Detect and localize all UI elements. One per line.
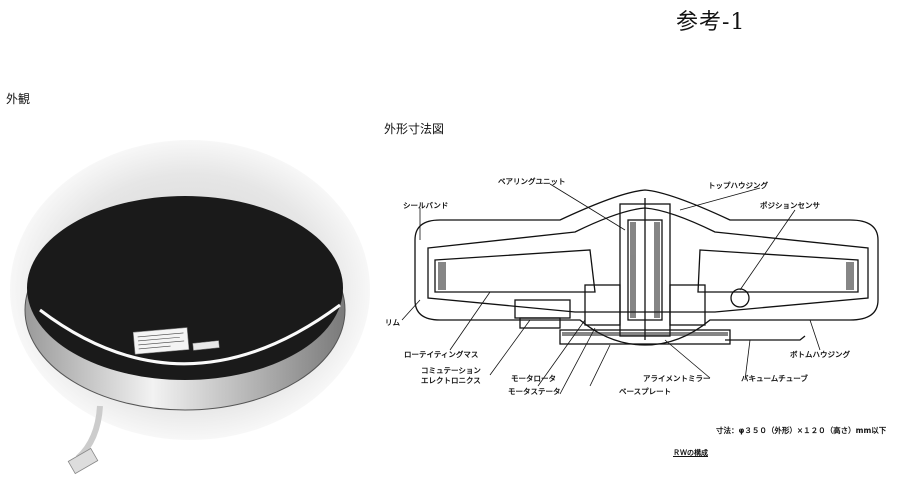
- label-electronics: エレクトロニクス: [421, 376, 481, 385]
- rotating-mass-right: [697, 249, 859, 293]
- label-bearing-unit: ベアリングユニット: [498, 177, 566, 186]
- leader-lines: [401, 183, 821, 395]
- label-rotating-mass: ローテイティングマス: [404, 350, 479, 359]
- label-bottom-housing: ボトムハウジング: [790, 350, 850, 359]
- hatching: [438, 222, 854, 336]
- rotating-mass-left: [434, 249, 596, 293]
- label-position-sensor: ポジションセンサ: [760, 201, 820, 210]
- nameplate-text-lines: [137, 332, 185, 350]
- label-motor-stator: モータステータ: [508, 387, 561, 396]
- rim-highlight: [39, 303, 341, 366]
- photo-section-title: 外観: [6, 92, 31, 106]
- wheel-top-face: [27, 196, 343, 380]
- outer-housing: [414, 189, 879, 346]
- label-commutation: コミュテーション: [421, 366, 481, 375]
- vacuum-tube-shape: [725, 335, 806, 341]
- inner-housing: [427, 207, 869, 313]
- label-base-plate: ベースプレート: [619, 387, 672, 396]
- base-plate-shape: [559, 329, 731, 345]
- label-motor-rotor: モータロータ: [511, 374, 556, 383]
- dimensions-note: 寸法：φ３５０（外形）×１２０（高さ）mm以下: [716, 426, 887, 435]
- connector: [67, 447, 99, 475]
- label-seal-band: シールバンド: [403, 201, 449, 210]
- serial-label: [192, 340, 220, 351]
- label-vacuum-tube: バキュームチューブ: [741, 374, 808, 383]
- bearing-cartridge: [627, 219, 663, 321]
- cross-section-diagram: [401, 183, 879, 395]
- page-reference: 参考-1: [676, 10, 746, 35]
- diagram-section-title: 外形寸法図: [384, 122, 445, 136]
- nameplate: [132, 327, 190, 355]
- reaction-wheel-photo: [10, 140, 370, 475]
- position-sensor-shape: [730, 288, 750, 308]
- label-top-housing: トップハウジング: [708, 181, 768, 190]
- label-rim: リム: [385, 318, 400, 327]
- label-alignment-mirror: アライメントミラー: [643, 374, 711, 383]
- figure-caption: ＲＷの構成: [673, 449, 708, 457]
